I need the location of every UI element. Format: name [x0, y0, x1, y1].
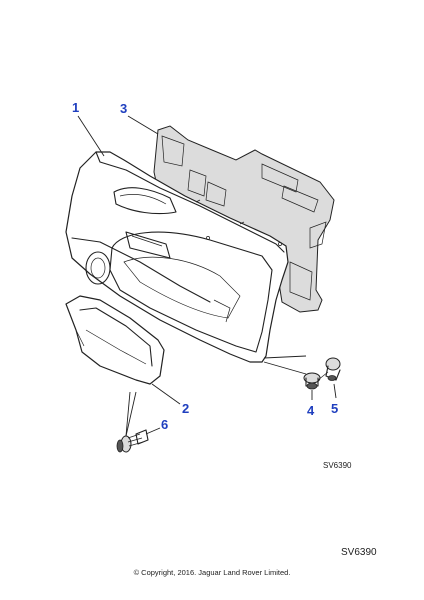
leader-panel-fixing-a [263, 355, 307, 359]
leader-2 [151, 383, 181, 405]
callout-2: 2 [182, 401, 190, 416]
drawing-code-small: SV6390 [323, 461, 352, 470]
callout-5: 5 [331, 401, 339, 416]
part-5-clip [325, 357, 341, 381]
callout-1: 1 [72, 100, 80, 115]
part-2-map-pocket [65, 295, 165, 385]
leader-6c [145, 427, 161, 435]
leader-3 [127, 115, 159, 135]
part-1-door-trim-panel [65, 151, 289, 363]
part-6-screw [116, 429, 149, 453]
leader-5 [333, 383, 337, 399]
part-4-fastener [303, 371, 329, 390]
leader-panel-fixing-b [263, 361, 307, 375]
leader-6a [125, 391, 137, 437]
copyright-notice: © Copyright, 2016. Jaguar Land Rover Lim… [133, 568, 291, 577]
leader-6b [125, 391, 131, 437]
callout-3: 3 [120, 101, 128, 116]
callout-4: 4 [307, 403, 315, 418]
drawing-code-large: SV6390 [341, 547, 377, 558]
leader-1 [77, 115, 105, 157]
leader-lines [77, 115, 337, 437]
callout-6: 6 [161, 417, 169, 432]
